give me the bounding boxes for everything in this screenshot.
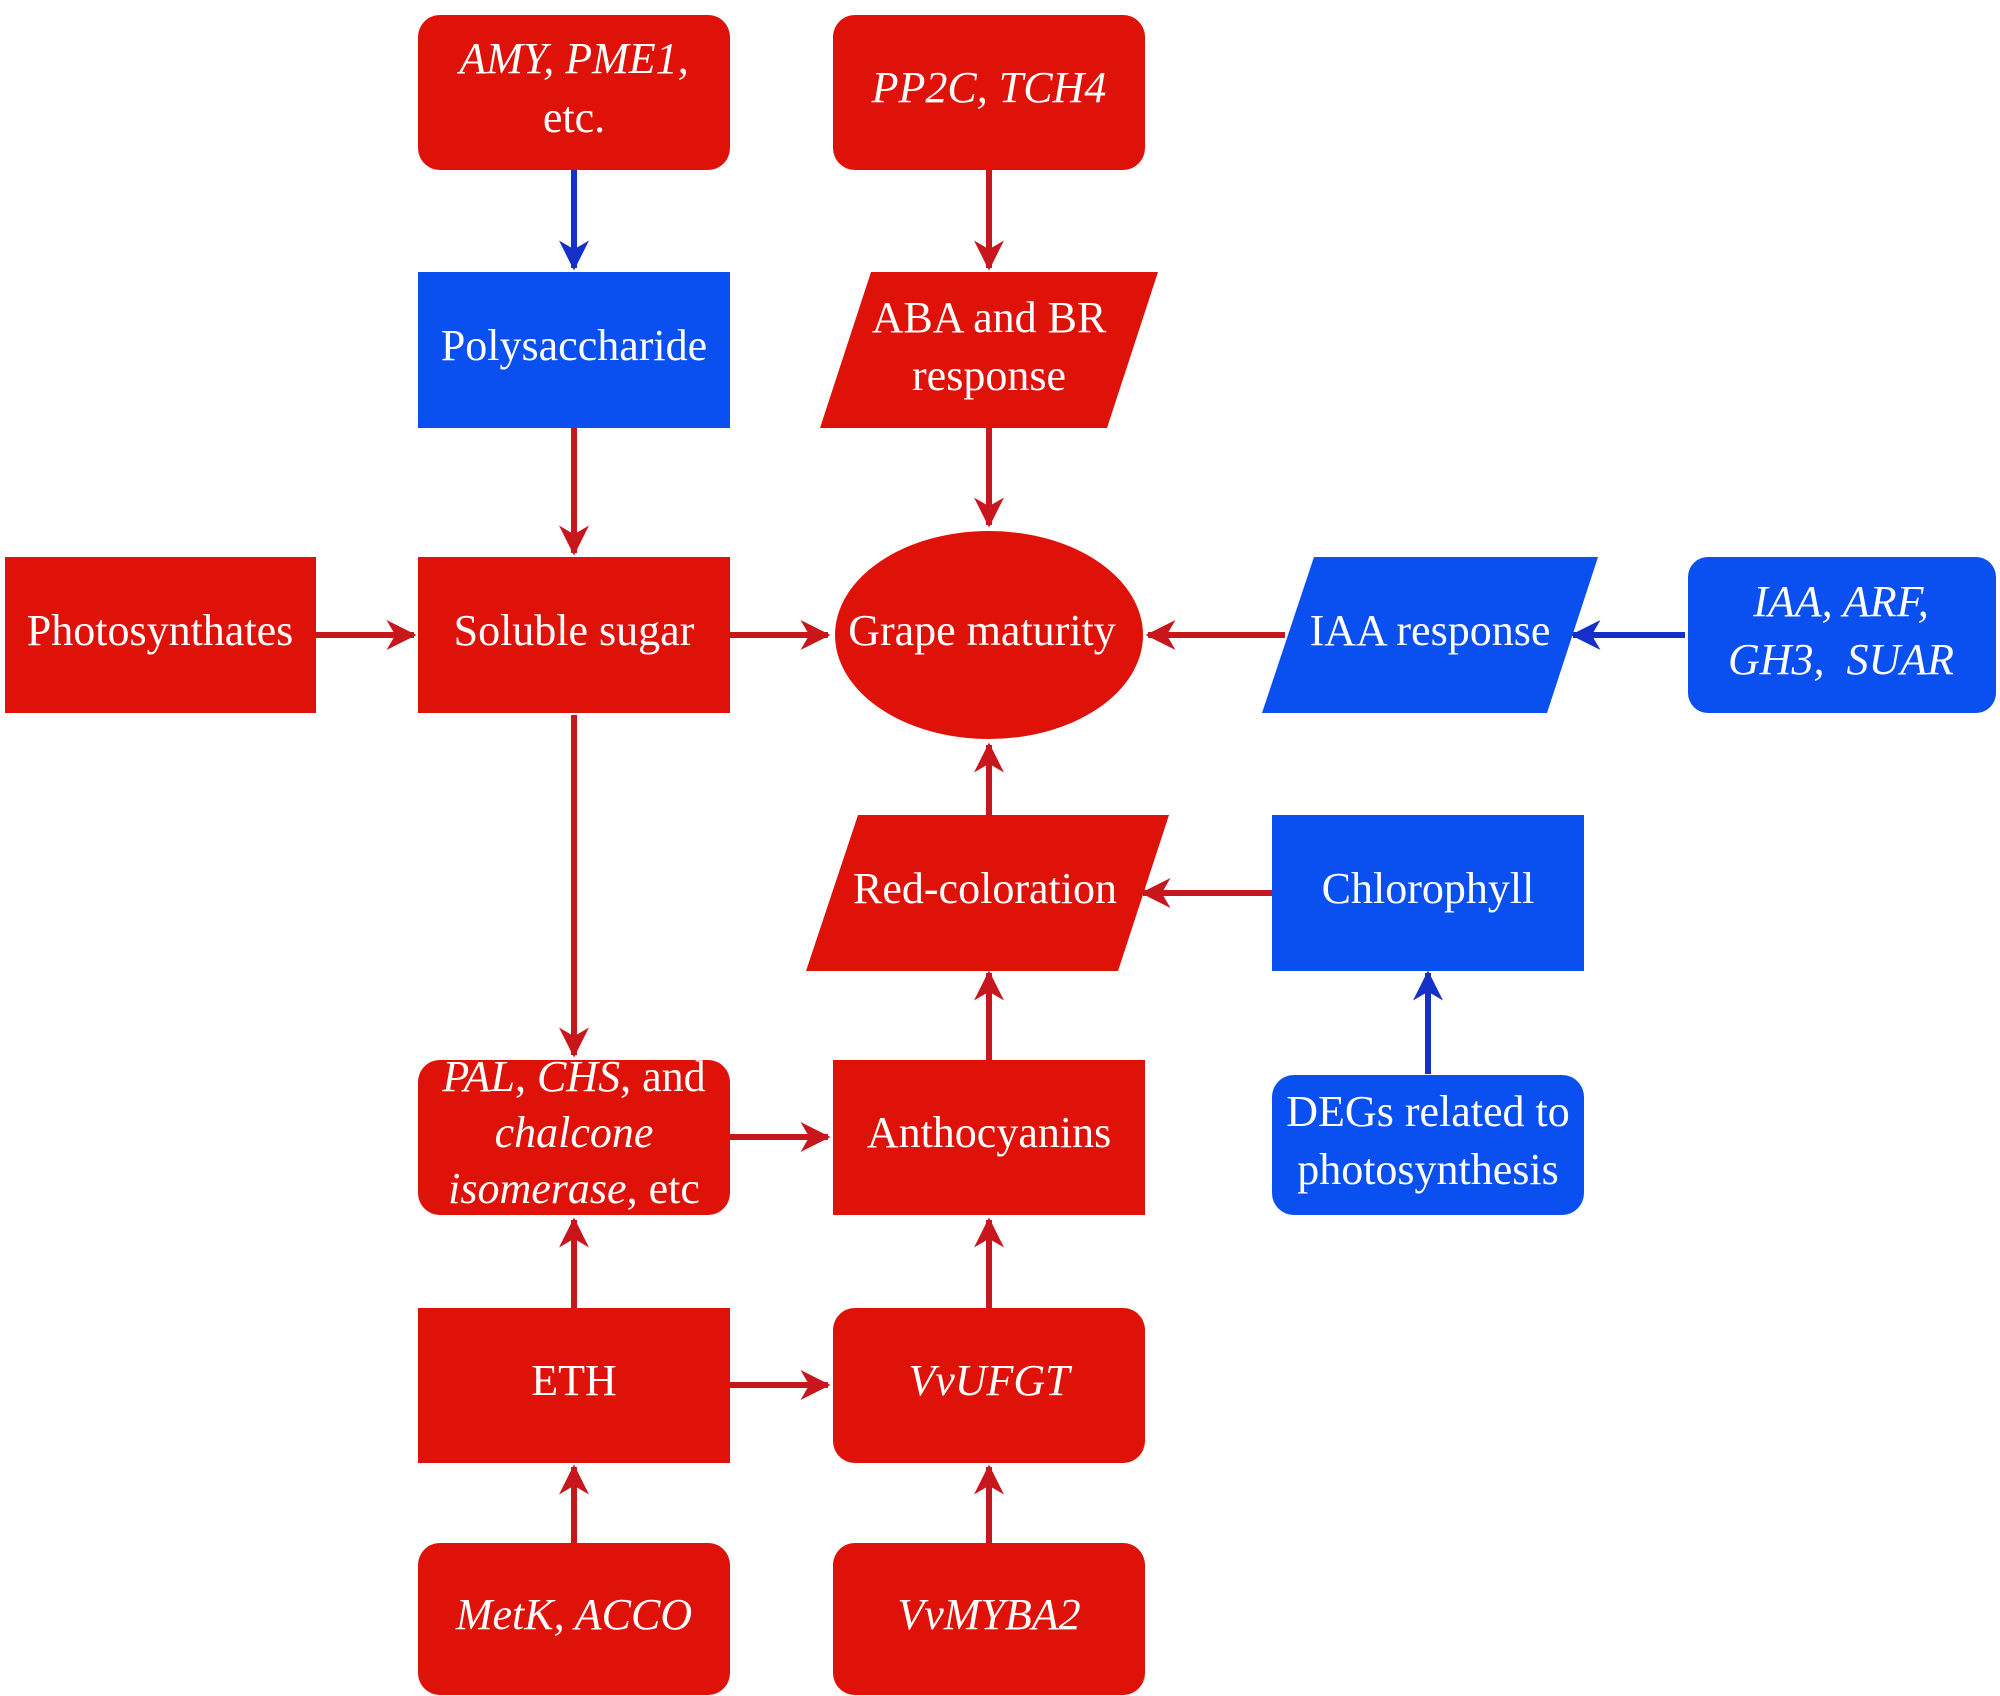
aba-br-line1-text: ABA and BR [872, 293, 1107, 342]
node-pp2c-tch4: PP2C, TCH4 [833, 15, 1145, 170]
red-coloration-text: Red-coloration [853, 864, 1117, 913]
amy-pme1-comma: , [678, 34, 689, 83]
node-anthocyanins: Anthocyanins [833, 1060, 1145, 1215]
aba-br-line2-text: response [912, 351, 1066, 400]
node-polysaccharide: Polysaccharide [418, 272, 730, 428]
amy-pme1-genes-text: AMY, PME1 [456, 34, 677, 83]
soluble-sugar-text: Soluble sugar [454, 606, 695, 655]
node-photosynthates: Photosynthates [5, 557, 316, 713]
iaa-response-text: IAA response [1310, 606, 1551, 655]
svg-text:PAL, CHS, and: PAL, CHS, and [441, 1052, 705, 1101]
node-metk-acco: MetK, ACCO [418, 1543, 730, 1695]
anthocyanins-text: Anthocyanins [867, 1108, 1111, 1157]
pal-comma-text: , [515, 1052, 537, 1101]
svg-text:AMY, PME1,: AMY, PME1, [456, 34, 688, 83]
vvmyba2-text: VvMYBA2 [897, 1590, 1080, 1639]
isomerase-etc-text: , etc [627, 1164, 700, 1213]
pal-text: PAL [441, 1052, 515, 1101]
node-iaa-response: IAA response [1262, 557, 1598, 713]
iaa-genes-line2-text: GH3, SUAR [1728, 635, 1954, 684]
chs-and-text: , and [620, 1052, 706, 1101]
degs-line1-text: DEGs related to [1286, 1087, 1569, 1136]
node-aba-br-response: ABA and BR response [820, 272, 1158, 428]
photosynthates-text: Photosynthates [27, 606, 293, 655]
grape-maturity-text: Grape maturity [848, 606, 1116, 655]
node-pal-chs: PAL, CHS, and chalcone isomerase, etc [418, 1052, 730, 1215]
metk-acco-text: MetK, ACCO [455, 1590, 692, 1639]
node-vvufgt: VvUFGT [833, 1308, 1145, 1463]
node-chlorophyll: Chlorophyll [1272, 815, 1584, 971]
node-red-coloration: Red-coloration [806, 815, 1169, 971]
eth-text: ETH [531, 1356, 617, 1405]
node-soluble-sugar: Soluble sugar [418, 557, 730, 713]
isomerase-text: isomerase [448, 1164, 626, 1213]
node-iaa-genes: IAA, ARF, GH3, SUAR [1688, 557, 1996, 713]
node-grape-maturity: Grape maturity [835, 531, 1143, 739]
degs-line2-text: photosynthesis [1297, 1145, 1559, 1194]
chlorophyll-text: Chlorophyll [1322, 864, 1535, 913]
arrows [316, 170, 1685, 1543]
vvufgt-text: VvUFGT [908, 1356, 1073, 1405]
node-amy-pme1: AMY, PME1, etc. [418, 15, 730, 170]
node-vvmyba2: VvMYBA2 [833, 1543, 1145, 1695]
amy-pme1-etc-text: etc. [543, 93, 605, 142]
pp2c-tch4-text: PP2C, TCH4 [871, 63, 1107, 112]
polysaccharide-text: Polysaccharide [441, 321, 707, 370]
chalcone-text: chalcone [495, 1108, 654, 1157]
node-eth: ETH [418, 1308, 730, 1463]
node-degs-photosynthesis: DEGs related to photosynthesis [1272, 1075, 1584, 1215]
svg-text:isomerase, etc: isomerase, etc [448, 1164, 700, 1213]
chs-text: CHS [537, 1052, 620, 1101]
iaa-genes-line1-text: IAA, ARF, [1752, 577, 1929, 626]
